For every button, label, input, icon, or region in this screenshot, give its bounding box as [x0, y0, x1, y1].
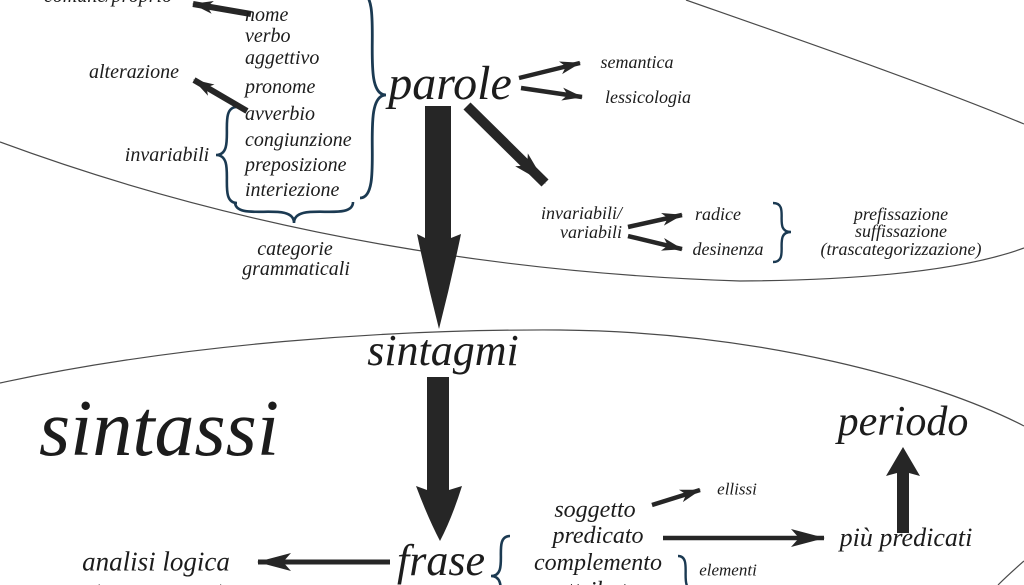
- label-categorie: categorie: [257, 238, 333, 260]
- node-interiezione: interiezione: [245, 179, 340, 201]
- node-congiunzione: congiunzione: [245, 129, 352, 151]
- node-predicato: predicato: [552, 523, 644, 549]
- brace-word-classes-right: [359, 0, 387, 200]
- arrow-soggetto-to-ellissi: [651, 487, 701, 508]
- brace-frase-left: [490, 534, 511, 585]
- arrow-sintagmi-to-frase: [416, 377, 462, 541]
- label-elementi: elementi: [699, 560, 757, 580]
- node-suffissazione: suffissazione: [854, 221, 948, 241]
- brace-invariabili-left: [215, 105, 238, 205]
- node-invariabili-variabili-line1: invariabili/: [541, 203, 622, 223]
- node-preposizione: preposizione: [245, 154, 347, 176]
- node-invariabili-variabili-line2: variabili: [560, 222, 622, 242]
- node-trascategorizzazione: (trascategorizzazione): [820, 239, 982, 259]
- node-comune-proprio: comune/proprio: [44, 0, 172, 6]
- ellipse-morfologia-right-arc: [685, 0, 1024, 125]
- node-analisi-logica-sub: (proposizioni): [90, 582, 225, 585]
- node-sintassi: sintassi: [38, 385, 280, 473]
- arrow-parole-to-semantica: [518, 60, 581, 81]
- node-avverbio: avverbio: [245, 103, 315, 125]
- node-verbo: verbo: [245, 25, 291, 47]
- node-frase: frase: [397, 536, 485, 585]
- arrow-parole-to-invariabili-variabili: [463, 102, 549, 187]
- node-lessicologia: lessicologia: [605, 87, 691, 107]
- ellipse-sintassi-top-arc: [0, 329, 1024, 427]
- node-prefissazione: prefissazione: [853, 204, 949, 224]
- brace-complemento-right: [677, 554, 689, 585]
- node-radice: radice: [695, 204, 741, 224]
- node-aggettivo: aggettivo: [245, 47, 320, 69]
- label-grammaticali: grammaticali: [242, 258, 350, 280]
- ellipse-sintassi-bottom-right-arc: [997, 560, 1024, 585]
- brace-radice-desinenza-right: [772, 201, 792, 264]
- node-parole: parole: [388, 57, 512, 110]
- node-nome: nome: [245, 4, 289, 26]
- node-alterazione: alterazione: [89, 61, 179, 83]
- arrow-variabili-to-radice: [627, 212, 683, 230]
- node-attributo: attributo: [555, 579, 639, 585]
- node-complemento: complemento: [534, 550, 662, 576]
- label-invariabili: invariabili: [124, 144, 210, 166]
- arrow-nome-to-comune-proprio: [192, 0, 252, 17]
- node-pronome: pronome: [245, 76, 316, 98]
- brace-word-classes-under: [233, 201, 355, 224]
- node-ellissi: ellissi: [717, 479, 757, 499]
- node-piu-predicati: più predicati: [839, 523, 973, 552]
- node-desinenza: desinenza: [692, 239, 764, 259]
- node-sintagmi: sintagmi: [367, 326, 519, 375]
- ellipse-morfologia-bottom-arc: [0, 141, 1024, 282]
- node-periodo: periodo: [837, 399, 969, 445]
- node-soggetto: soggetto: [554, 497, 636, 523]
- node-analisi-logica: analisi logica: [82, 546, 230, 577]
- arrow-parole-to-lessicologia: [520, 85, 583, 101]
- arrow-avverbio-to-alterazione: [192, 77, 249, 114]
- arrow-variabili-to-desinenza: [627, 233, 683, 252]
- node-semantica: semantica: [600, 52, 674, 72]
- arrow-piu-predicati-to-periodo: [886, 447, 920, 533]
- arrow-parole-to-sintagmi: [417, 106, 461, 329]
